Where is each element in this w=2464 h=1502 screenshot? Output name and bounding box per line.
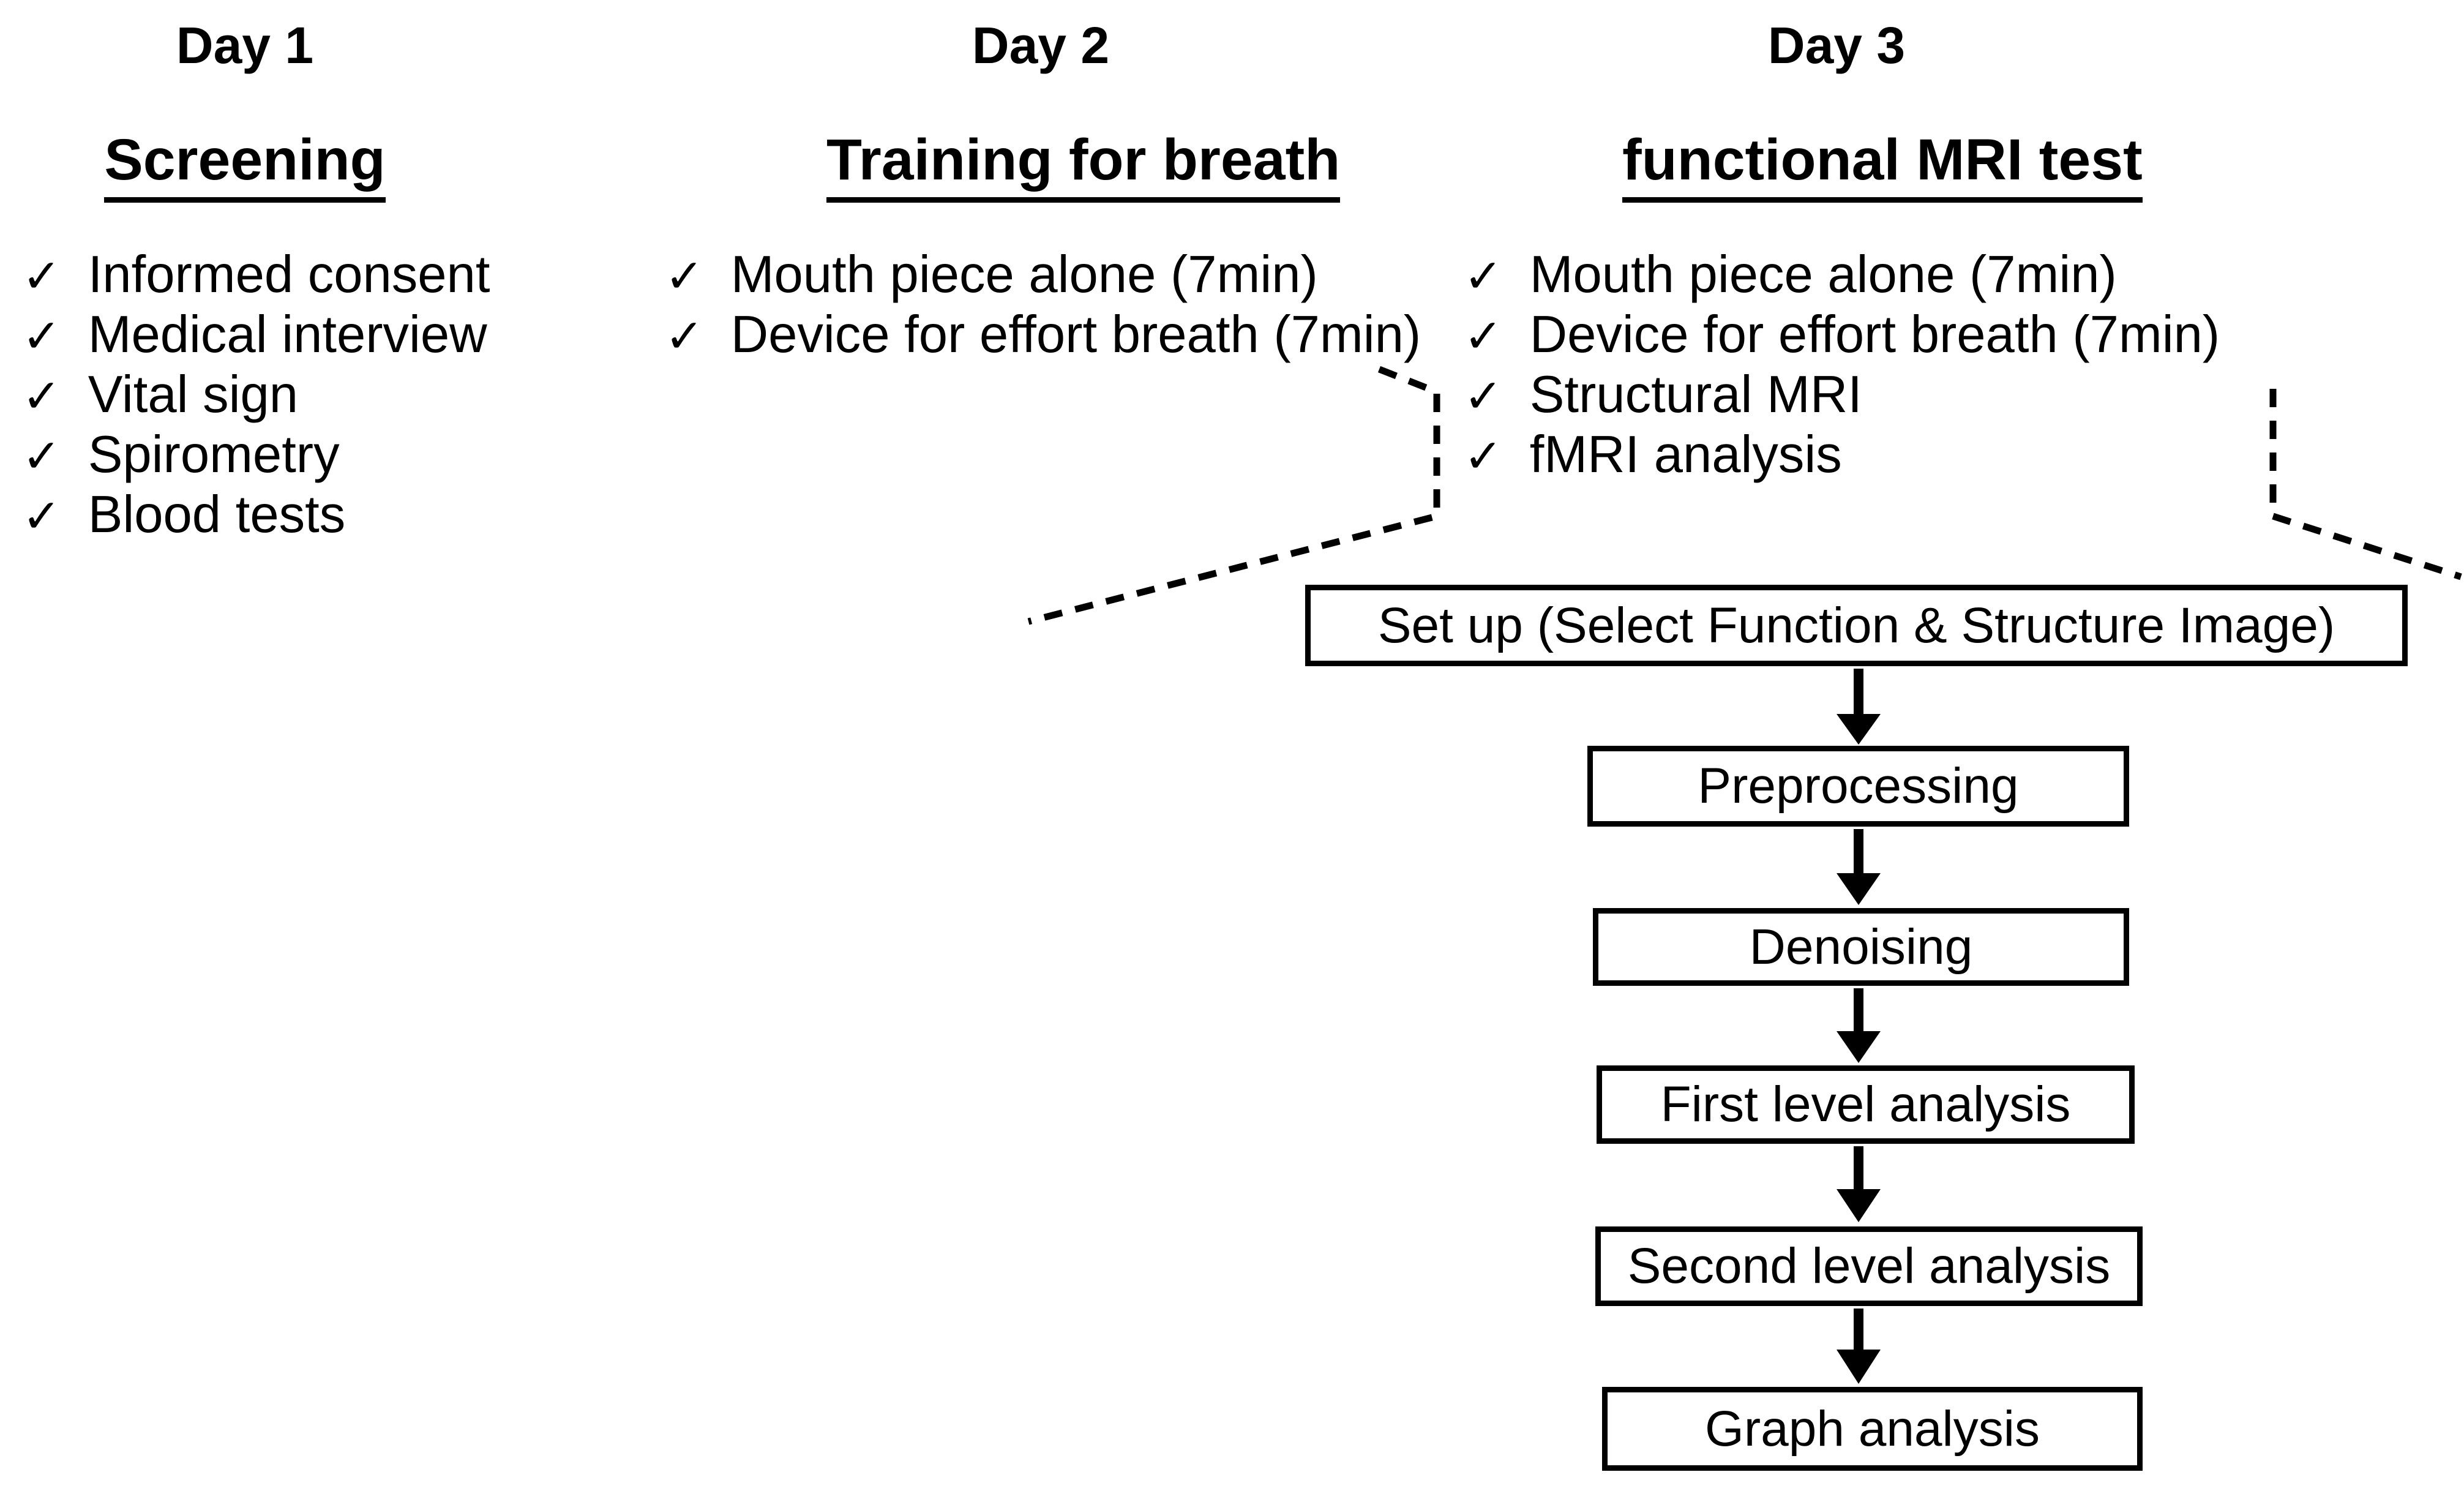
check-icon: ✓ <box>22 370 61 422</box>
check-icon: ✓ <box>1464 310 1503 362</box>
flow-step-graph-analysis: Graph analysis <box>1602 1387 2143 1471</box>
list-item: ✓ Mouth piece alone (7min) <box>665 245 1421 305</box>
list-item-label: Spirometry <box>88 426 340 484</box>
list-item: ✓ Structural MRI <box>1464 365 2220 425</box>
column-day1-subtitle: Screening <box>104 129 386 203</box>
column-day1-title: Day 1 <box>176 17 314 74</box>
list-item: ✓ Blood tests <box>22 485 490 545</box>
flow-arrow-icon <box>1837 1146 1881 1222</box>
list-item-label: Device for effort breath (7min) <box>1529 306 2220 364</box>
check-icon: ✓ <box>22 310 61 362</box>
check-icon: ✓ <box>22 490 61 543</box>
dashed-bracket-left <box>1027 366 1440 625</box>
list-item: ✓ Vital sign <box>22 365 490 425</box>
list-item-label: Informed consent <box>88 246 490 304</box>
flow-step-label: Second level analysis <box>1627 1238 2111 1294</box>
flow-arrow-icon <box>1837 1309 1881 1384</box>
flow-step-setup: Set up (Select Function & Structure Imag… <box>1305 585 2408 666</box>
flow-step-preprocessing: Preprocessing <box>1587 746 2129 827</box>
list-item: ✓ Medical interview <box>22 305 490 365</box>
dashed-bracket-right <box>2269 389 2462 580</box>
column-day2-subtitle: Training for breath <box>826 129 1341 203</box>
list-item-label: Structural MRI <box>1529 366 1862 424</box>
list-item: ✓ fMRI analysis <box>1464 425 2220 485</box>
column-day3-subtitle: functional MRI test <box>1622 129 2143 203</box>
list-item-label: Medical interview <box>88 306 487 364</box>
column-day1-subtitle-wrap: Screening <box>31 129 459 203</box>
flow-step-denoising: Denoising <box>1593 908 2129 986</box>
flow-step-label: Set up (Select Function & Structure Imag… <box>1377 597 2335 653</box>
day3-checklist: ✓ Mouth piece alone (7min) ✓ Device for … <box>1464 245 2220 485</box>
flow-step-label: Graph analysis <box>1705 1400 2040 1457</box>
flow-step-label: Denoising <box>1749 918 1973 975</box>
check-icon: ✓ <box>665 310 704 362</box>
check-icon: ✓ <box>665 250 704 302</box>
column-day3-title: Day 3 <box>1767 17 1906 74</box>
list-item-label: Mouth piece alone (7min) <box>1529 246 2117 304</box>
check-icon: ✓ <box>22 430 61 483</box>
flow-arrow-icon <box>1837 829 1881 905</box>
flow-step-label: First level analysis <box>1660 1076 2071 1132</box>
list-item-label: fMRI analysis <box>1529 426 1842 484</box>
flow-step-label: Preprocessing <box>1698 758 2019 814</box>
flow-step-first-level-analysis: First level analysis <box>1597 1065 2135 1144</box>
day1-checklist: ✓ Informed consent ✓ Medical interview ✓… <box>22 245 490 545</box>
day2-checklist: ✓ Mouth piece alone (7min) ✓ Device for … <box>665 245 1421 365</box>
list-item: ✓ Device for effort breath (7min) <box>665 305 1421 365</box>
list-item: ✓ Informed consent <box>22 245 490 305</box>
flow-arrow-icon <box>1837 669 1881 745</box>
check-icon: ✓ <box>22 250 61 302</box>
list-item-label: Mouth piece alone (7min) <box>730 246 1318 304</box>
column-day2-title: Day 2 <box>972 17 1110 74</box>
list-item-label: Vital sign <box>88 366 299 424</box>
column-day3-subtitle-wrap: functional MRI test <box>1622 129 2143 203</box>
list-item: ✓ Device for effort breath (7min) <box>1464 305 2220 365</box>
flow-arrow-icon <box>1837 988 1881 1063</box>
list-item: ✓ Spirometry <box>22 425 490 485</box>
list-item: ✓ Mouth piece alone (7min) <box>1464 245 2220 305</box>
check-icon: ✓ <box>1464 430 1503 483</box>
list-item-label: Blood tests <box>88 486 346 544</box>
list-item-label: Device for effort breath (7min) <box>730 306 1421 364</box>
check-icon: ✓ <box>1464 250 1503 302</box>
check-icon: ✓ <box>1464 370 1503 422</box>
column-day2-subtitle-wrap: Training for breath <box>826 129 1341 203</box>
flow-step-second-level-analysis: Second level analysis <box>1595 1226 2143 1306</box>
